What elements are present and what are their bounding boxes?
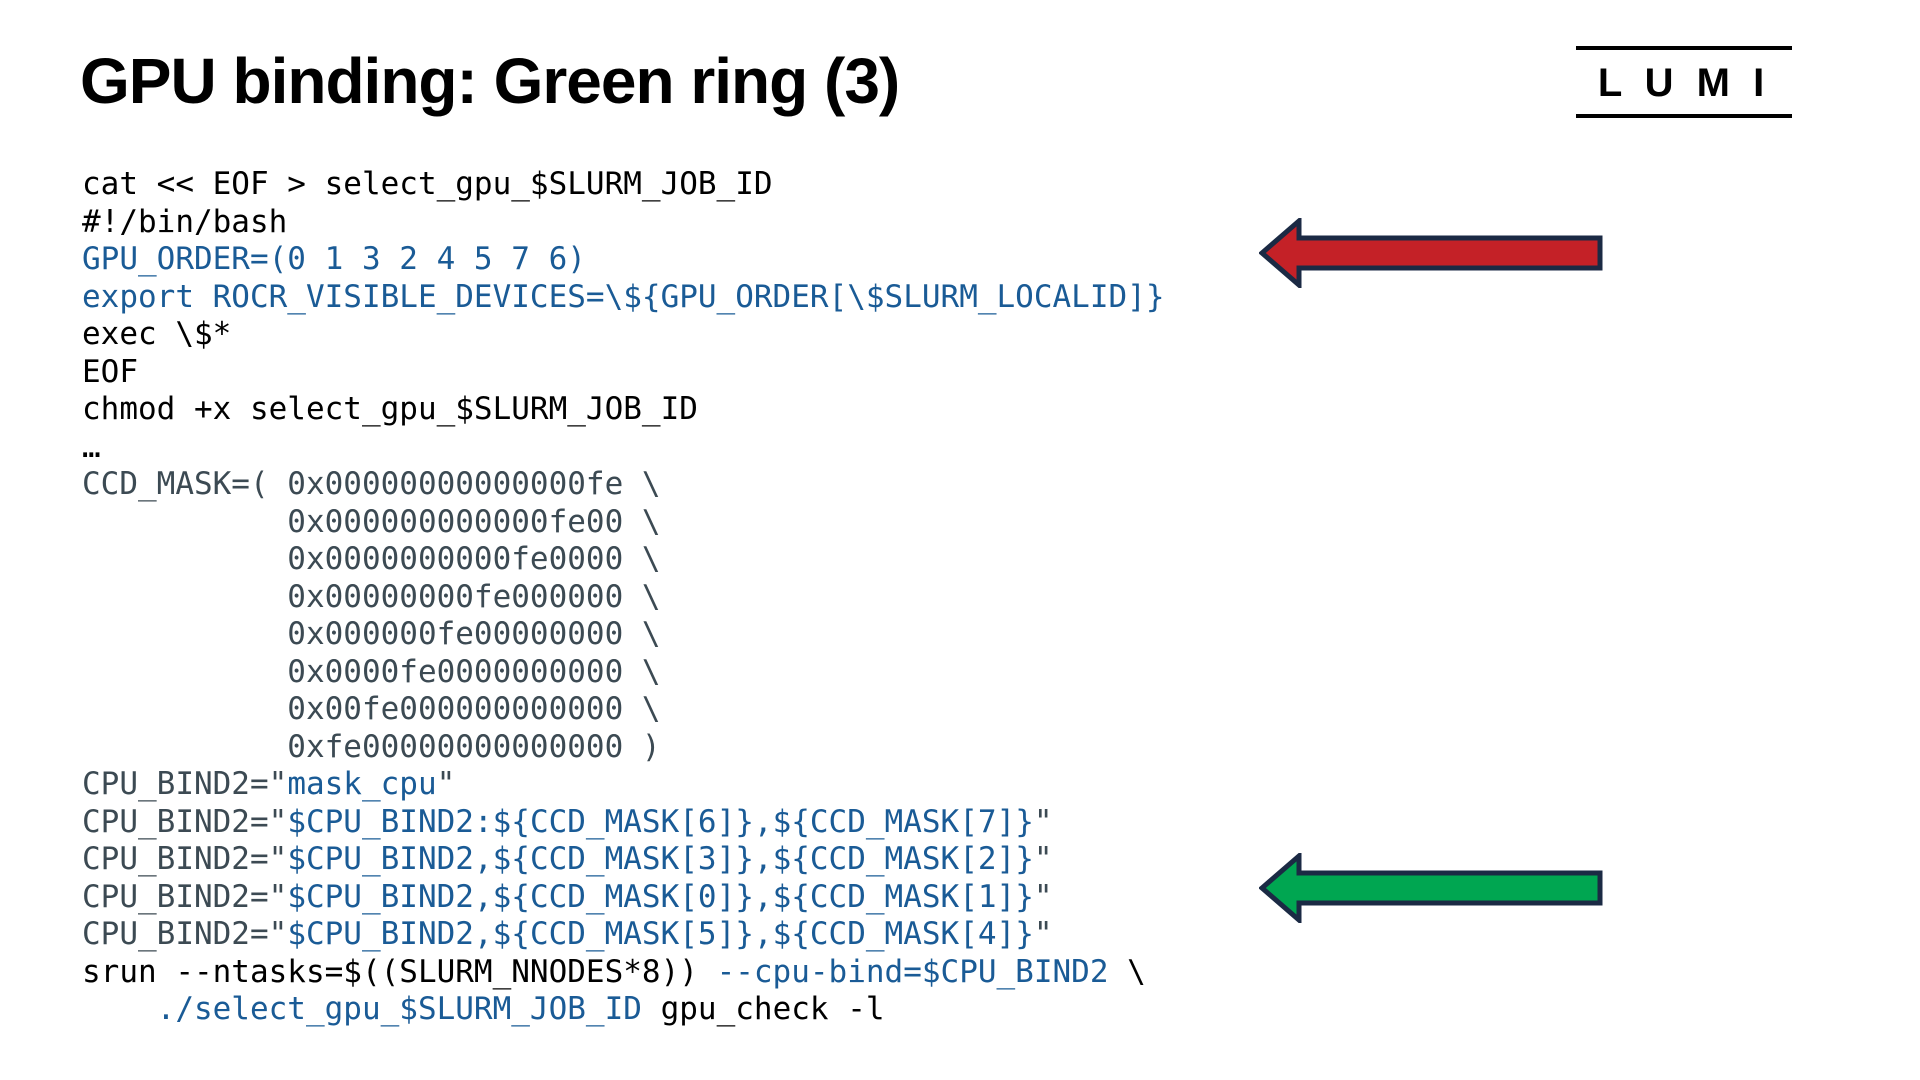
- code-line: 0x0000fe0000000000 \: [82, 653, 661, 690]
- code-line: 0x000000000000fe00 \: [82, 503, 661, 540]
- lumi-logo-text: L U M I: [1597, 60, 1771, 105]
- code-line: …: [82, 428, 101, 465]
- code-line: export ROCR_VISIBLE_DEVICES=\${GPU_ORDER…: [82, 278, 1165, 315]
- code-line: CPU_BIND2="$CPU_BIND2:${CCD_MASK[6]},${C…: [82, 803, 1053, 840]
- code-line: CPU_BIND2="$CPU_BIND2,${CCD_MASK[0]},${C…: [82, 878, 1053, 915]
- code-line: 0x00000000fe000000 \: [82, 578, 661, 615]
- code-line: CCD_MASK=( 0x00000000000000fe \: [82, 466, 661, 502]
- code-line: CPU_BIND2="mask_cpu": [82, 766, 456, 802]
- code-line: GPU_ORDER=(0 1 3 2 4 5 7 6): [82, 241, 586, 277]
- code-line: 0x0000000000fe0000 \: [82, 541, 661, 577]
- code-line: 0x00fe000000000000 \: [82, 691, 661, 727]
- code-line: 0x000000fe00000000 \: [82, 616, 661, 652]
- code-line: ./select_gpu_$SLURM_JOB_ID gpu_check -l: [82, 991, 885, 1027]
- code-line: EOF: [82, 353, 138, 390]
- code-block: cat << EOF > select_gpu_$SLURM_JOB_ID#!/…: [82, 166, 1165, 1029]
- lumi-logo: L U M I: [1576, 46, 1792, 118]
- code-line: srun --ntasks=$((SLURM_NNODES*8)) --cpu-…: [82, 953, 1146, 990]
- green-left-arrow-icon: [1259, 853, 1603, 923]
- code-line: exec \$*: [82, 316, 232, 352]
- code-line: cat << EOF > select_gpu_$SLURM_JOB_ID: [82, 166, 773, 202]
- code-line: CPU_BIND2="$CPU_BIND2,${CCD_MASK[5]},${C…: [82, 916, 1053, 952]
- code-line: 0xfe00000000000000 ): [82, 728, 661, 765]
- code-line: chmod +x select_gpu_$SLURM_JOB_ID: [82, 391, 698, 427]
- code-line: CPU_BIND2="$CPU_BIND2,${CCD_MASK[3]},${C…: [82, 841, 1053, 877]
- red-left-arrow-icon: [1259, 218, 1603, 288]
- code-line: #!/bin/bash: [82, 203, 288, 240]
- slide-title: GPU binding: Green ring (3): [80, 45, 900, 117]
